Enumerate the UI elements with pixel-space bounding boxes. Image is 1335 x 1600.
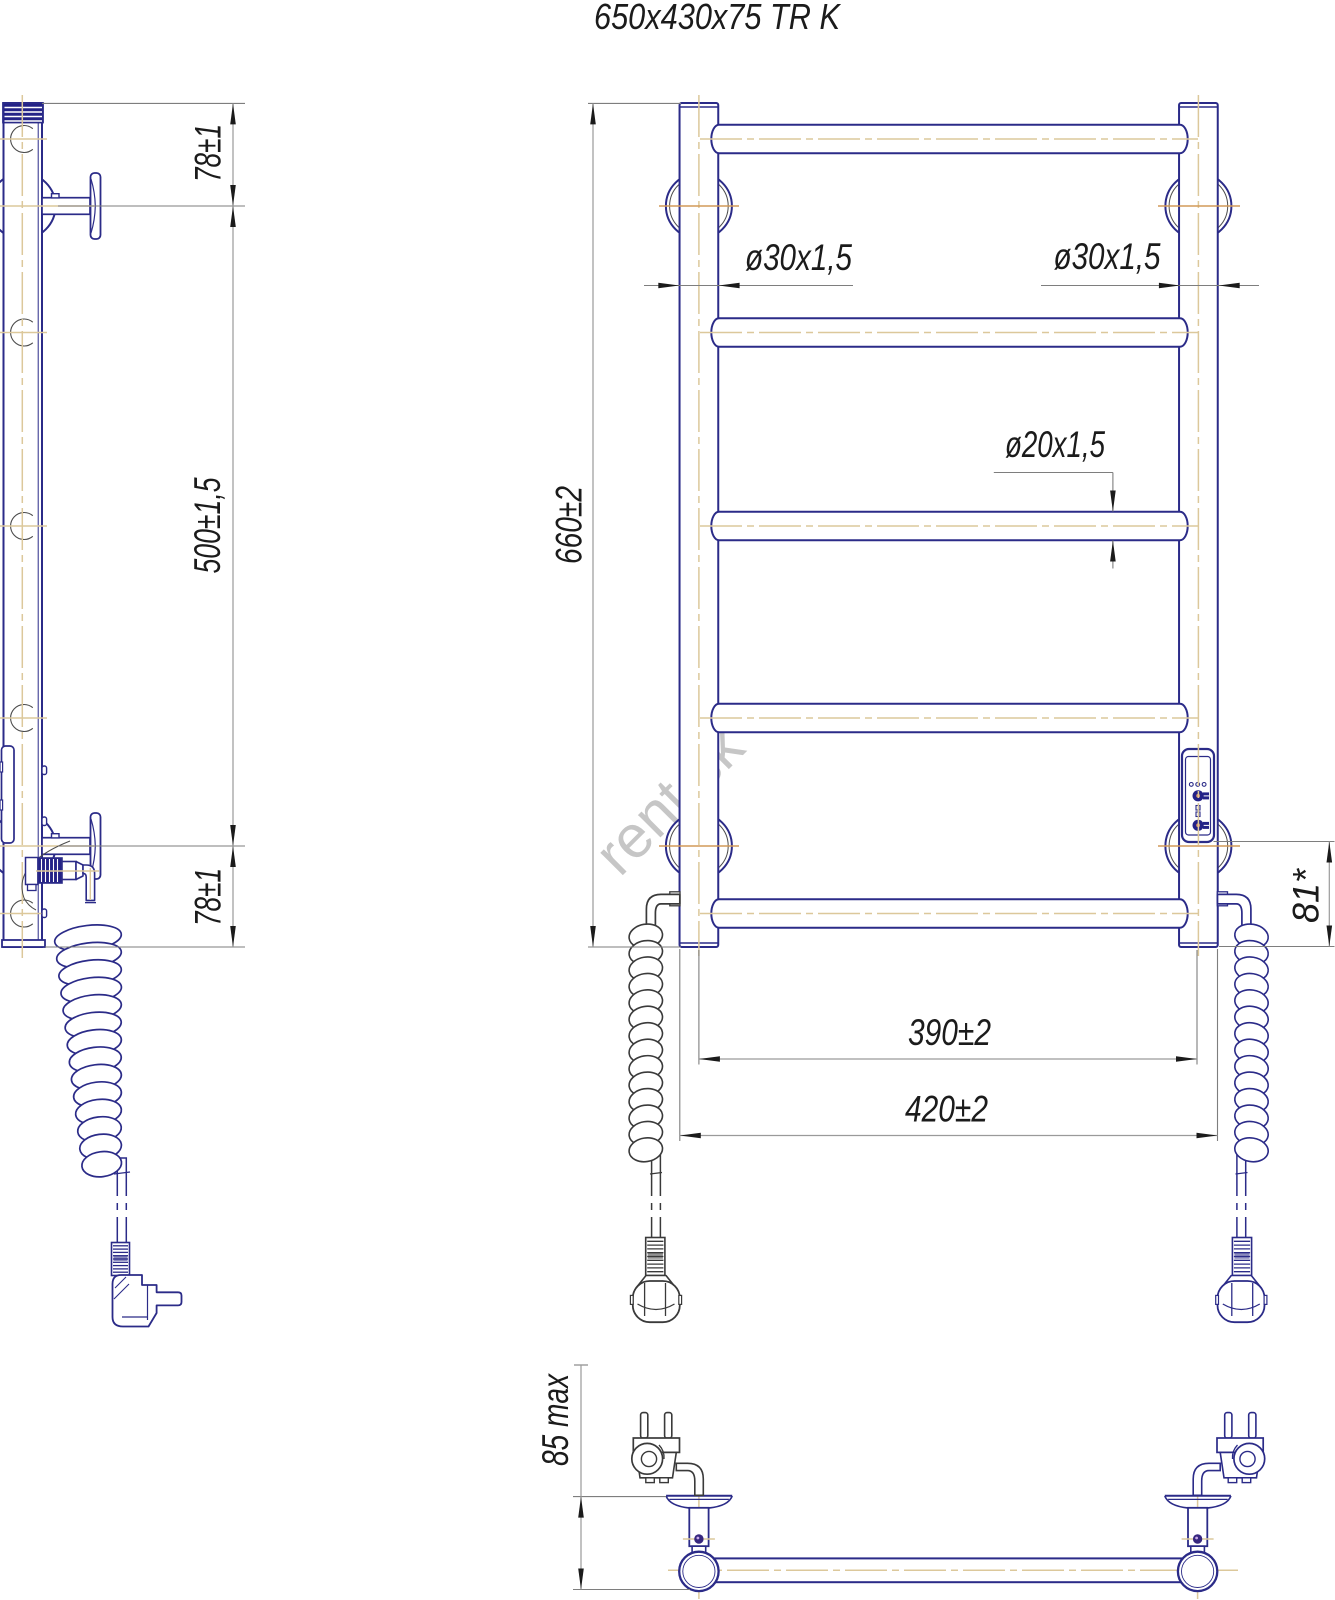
svg-text:81*: 81*: [1286, 867, 1327, 923]
svg-text:78±1: 78±1: [188, 124, 229, 182]
svg-text:ø30x1,5: ø30x1,5: [1054, 236, 1161, 277]
svg-text:ø30x1,5: ø30x1,5: [745, 237, 852, 278]
svg-text:420±2: 420±2: [905, 1089, 988, 1130]
svg-text:390±2: 390±2: [908, 1012, 991, 1053]
svg-text:85 max: 85 max: [535, 1373, 576, 1466]
svg-text:650x430x75 TR K: 650x430x75 TR K: [594, 0, 842, 37]
svg-text:500±1,5: 500±1,5: [187, 477, 228, 573]
svg-text:ø20x1,5: ø20x1,5: [1005, 424, 1105, 465]
svg-text:660±2: 660±2: [549, 486, 590, 564]
svg-text:78±1: 78±1: [188, 868, 229, 926]
